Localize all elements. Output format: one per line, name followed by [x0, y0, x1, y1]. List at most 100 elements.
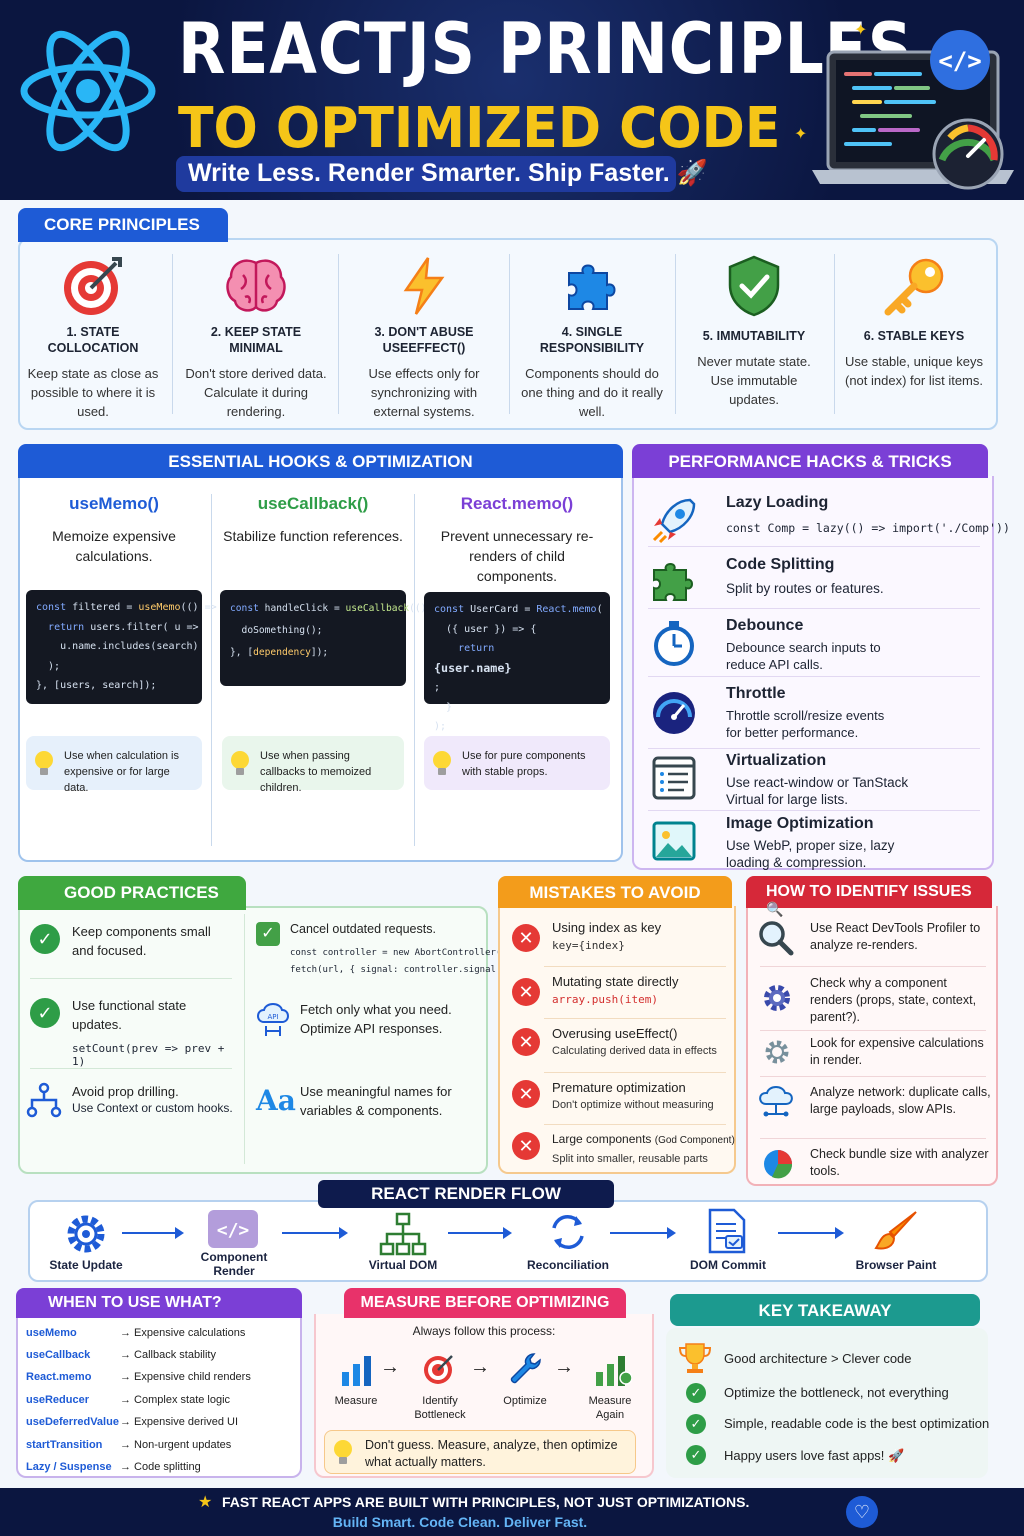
perf-debounce: Debounce Debounce search inputs to reduc…: [646, 617, 980, 673]
divider: [648, 608, 980, 609]
good-small-components: ✓ Keep components small and focused.: [30, 922, 236, 960]
good-text: Cancel outdated requests.: [290, 922, 436, 936]
mistake-title: Overusing useEffect(): [552, 1026, 678, 1041]
divider: [414, 494, 415, 846]
lightbulb-icon: [231, 751, 249, 775]
identify-text: Look for expensive calculations in rende…: [810, 1036, 984, 1067]
mistake-title-extra: (God Component): [654, 1135, 735, 1146]
pie-chart-icon: [764, 1150, 793, 1179]
sparkle-icon: ✦: [854, 22, 868, 39]
svg-text:API: API: [267, 1013, 278, 1021]
when-api: startTransition: [26, 1439, 103, 1451]
measure-step-label: Optimize: [503, 1395, 547, 1407]
target-icon: [424, 1355, 453, 1384]
when-api: useReducer: [26, 1394, 89, 1406]
laptop-icon: </>: [812, 30, 1014, 190]
arrow-right-icon: →: [470, 1356, 490, 1378]
when-api: Lazy / Suspense: [26, 1461, 112, 1473]
gear-outline-icon: [765, 1040, 789, 1064]
identify-issues-title-text: HOW TO IDENTIFY ISSUES: [766, 883, 972, 900]
good-practices-title: GOOD PRACTICES: [18, 876, 246, 910]
trophy-icon: [678, 1343, 712, 1373]
paintbrush-icon: [874, 1211, 917, 1250]
principle-single-responsibility: 4. SINGLE RESPONSIBILITY Components shou…: [518, 254, 666, 419]
lightbulb-icon: [334, 1440, 352, 1464]
perf-image-optimization: Image Optimization Use WebP, proper size…: [646, 815, 980, 871]
good-practices-panel: [18, 906, 488, 1174]
check-circle-icon: ✓: [30, 998, 60, 1028]
measure-tip-text: Don't guess. Measure, analyze, then opti…: [365, 1438, 618, 1469]
good-sub: Use Context or custom hooks.: [72, 1101, 233, 1115]
principle-desc: Never mutate state. Use immutable update…: [697, 354, 811, 407]
mistake-sub: Calculating derived data in effects: [552, 1045, 717, 1057]
target-icon: [64, 257, 122, 315]
mistake-sub: Split into smaller, reusable parts: [552, 1153, 708, 1165]
code-block-react-memo: const UserCard = React.memo( ({ user }) …: [424, 592, 610, 732]
good-meaningful-names: Aa Use meaningful names for variables & …: [256, 1082, 482, 1120]
divider: [648, 676, 980, 677]
good-cancel-requests: ✓ Cancel outdated requests. const contro…: [256, 920, 513, 979]
identify-text: Use React DevTools Profiler to analyze r…: [810, 921, 981, 952]
brain-icon: [226, 259, 286, 312]
arrow-right-icon: →: [554, 1356, 574, 1378]
when-api: useCallback: [26, 1349, 91, 1361]
principle-dont-abuse-useeffect: 3. DON'T ABUSE USEEFFECT() Use effects o…: [350, 254, 498, 419]
divider: [544, 1124, 726, 1125]
good-fetch-only: API Fetch only what you need. Optimize A…: [256, 1000, 482, 1038]
flow-arrow: [122, 1227, 184, 1239]
check-square-icon: ✓: [256, 922, 280, 946]
mistake-title: Large components: [552, 1132, 652, 1146]
principle-title: 1. STATE COLLOCATION: [47, 325, 139, 355]
tip-text: Use for pure components with stable prop…: [462, 750, 586, 778]
measure-step-label: Measure: [334, 1395, 378, 1407]
good-code: setCount(prev => prev + 1): [72, 1042, 225, 1068]
when-use: → Callback stability: [120, 1349, 216, 1361]
component-render-icon: </>: [208, 1210, 258, 1248]
font-aa-icon: Aa: [256, 1084, 296, 1117]
flow-arrow: [610, 1227, 676, 1239]
good-text: Use functional state updates.: [72, 998, 187, 1032]
shield-icon: [728, 255, 780, 317]
magnifier-icon: 🔍: [766, 901, 784, 917]
performance-title: PERFORMANCE HACKS & TRICKS: [632, 444, 988, 478]
when-to-use-panel: [16, 1314, 302, 1478]
tip-usememo: Use when calculation is expensive or for…: [26, 736, 202, 794]
when-row: React.memo→ Expensive child renders: [16, 1371, 302, 1385]
mistake-title: Using index as key: [552, 920, 662, 935]
check-circle-icon: ✓: [686, 1414, 706, 1434]
when-row: Lazy / Suspense → Code splitting: [16, 1461, 302, 1475]
flow-step-label: State Update: [49, 1258, 123, 1272]
x-circle-icon: ✕: [512, 924, 540, 952]
performance-panel: [632, 476, 994, 870]
perf-title: Throttle: [726, 685, 786, 702]
key-icon: [884, 258, 944, 316]
footer-line1: FAST REACT APPS ARE BUILT WITH PRINCIPLE…: [222, 1494, 750, 1510]
header: REACTJS PRINCIPLES TO OPTIMIZED CODE Wri…: [0, 0, 1024, 200]
when-use: → Code splitting: [120, 1461, 201, 1473]
takeaway-text: Good architecture > Clever code: [724, 1351, 912, 1366]
when-use: → Expensive calculations: [120, 1327, 246, 1339]
identify-why-render: Check why a component renders (props, st…: [756, 975, 992, 1026]
divider: [760, 1030, 986, 1031]
check-circle-icon: ✓: [686, 1383, 706, 1403]
cloud-network-icon: [759, 1086, 793, 1117]
divider: [760, 1076, 986, 1077]
principle-title: 5. IMMUTABILITY: [702, 329, 806, 343]
principle-title: 2. KEEP STATE MINIMAL: [210, 325, 302, 355]
when-row: useCallback → Callback stability: [16, 1349, 302, 1363]
x-circle-icon: ✕: [512, 1028, 540, 1056]
principle-stable-keys: 6. STABLE KEYS Use stable, unique keys (…: [842, 254, 986, 414]
hook-desc: Prevent unnecessary re-renders of child …: [440, 528, 594, 584]
image-icon: [652, 821, 696, 861]
divider: [544, 1018, 726, 1019]
good-text: Fetch only what you need. Optimize API r…: [300, 1002, 452, 1036]
perf-title: Virtualization: [726, 752, 827, 769]
measure-step-label: Identify Bottleneck: [414, 1395, 466, 1421]
good-code: const controller = new AbortController()…: [290, 948, 513, 958]
page-subtitle: TO OPTIMIZED CODE: [178, 96, 781, 161]
divider: [648, 546, 980, 547]
when-row: useReducer→ Complex state logic: [16, 1394, 302, 1408]
identify-expensive-calcs: Look for expensive calculations in rende…: [756, 1035, 992, 1069]
identify-issues-title: HOW TO IDENTIFY ISSUES 🔍: [746, 876, 992, 917]
sparkle-icon: ✦: [794, 126, 808, 143]
